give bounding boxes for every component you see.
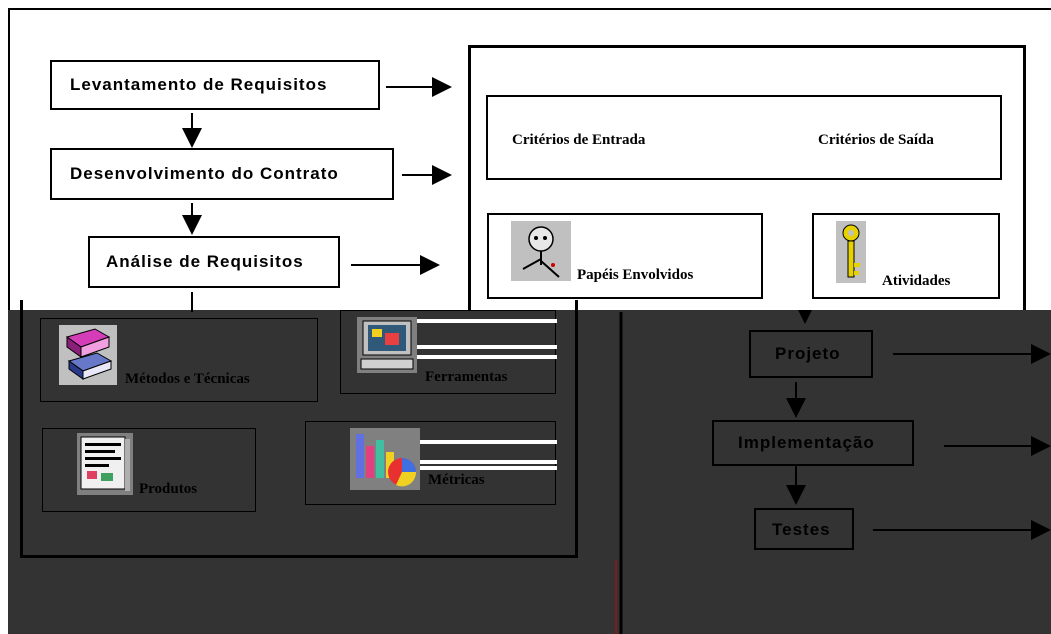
step-analise: Análise de Requisitos bbox=[88, 236, 340, 288]
entry-criteria-label: Critérios de Entrada bbox=[512, 132, 646, 148]
tools-line-3 bbox=[411, 355, 557, 359]
activities-label: Atividades bbox=[882, 273, 951, 289]
step-testes-label: Testes bbox=[772, 520, 831, 539]
exit-criteria-label: Critérios de Saída bbox=[818, 132, 934, 148]
products-label: Produtos bbox=[139, 481, 198, 497]
top-frame bbox=[8, 8, 1051, 310]
tools-box: Ferramentas bbox=[340, 310, 557, 394]
key-icon bbox=[836, 221, 866, 283]
step-analise-label: Análise de Requisitos bbox=[106, 252, 304, 271]
step-projeto: Projeto bbox=[749, 330, 873, 378]
step-testes: Testes bbox=[754, 508, 854, 550]
tools-label: Ferramentas bbox=[425, 369, 508, 385]
metrics-box: Métricas bbox=[305, 421, 557, 505]
books-icon bbox=[59, 325, 117, 385]
tools-line-2 bbox=[411, 345, 557, 349]
roles-box: Papéis Envolvidos bbox=[487, 213, 763, 299]
products-box: Produtos bbox=[42, 428, 256, 512]
metrics-line-2 bbox=[420, 460, 557, 464]
dark-region bbox=[8, 310, 1051, 634]
roles-label: Papéis Envolvidos bbox=[577, 267, 694, 283]
step-desenvolvimento-label: Desenvolvimento do Contrato bbox=[70, 164, 339, 183]
methods-box: Métodos e Técnicas bbox=[40, 318, 318, 402]
metrics-label: Métricas bbox=[428, 472, 485, 488]
step-desenvolvimento: Desenvolvimento do Contrato bbox=[50, 148, 394, 200]
metrics-line-3 bbox=[420, 466, 557, 470]
step-levantamento: Levantamento de Requisitos bbox=[50, 60, 380, 110]
methods-label: Métodos e Técnicas bbox=[125, 371, 250, 387]
metrics-line-1 bbox=[420, 440, 557, 444]
thinker-icon bbox=[511, 221, 571, 281]
step-implementacao-label: Implementação bbox=[738, 433, 875, 452]
step-projeto-label: Projeto bbox=[775, 344, 841, 363]
step-implementacao: Implementação bbox=[712, 420, 914, 466]
resources-frame bbox=[20, 300, 578, 558]
activities-box: Atividades bbox=[812, 213, 1000, 299]
chart-icon bbox=[350, 428, 420, 490]
tools-line-1 bbox=[411, 319, 557, 323]
document-icon bbox=[77, 433, 133, 495]
computer-icon bbox=[357, 317, 417, 373]
criteria-box: Critérios de Entrada Critérios de Saída bbox=[486, 95, 1002, 180]
step-levantamento-label: Levantamento de Requisitos bbox=[70, 75, 328, 94]
